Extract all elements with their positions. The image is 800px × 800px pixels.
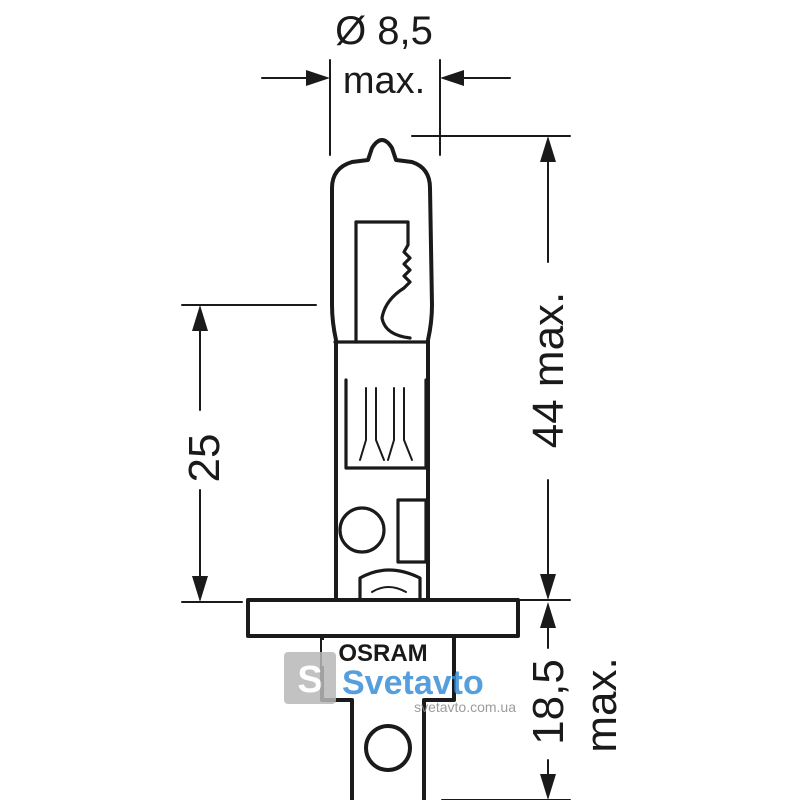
watermark-name: Svetavto <box>342 664 484 702</box>
height-upper-label: 25 <box>180 434 229 483</box>
diameter-note: max. <box>343 60 425 102</box>
inner-support-wires <box>338 378 428 602</box>
height-upper-dimension <box>181 304 317 603</box>
height-total-dimension <box>411 135 571 601</box>
height-base-note: max. <box>577 657 626 752</box>
height-base-dimension <box>441 602 571 800</box>
watermark-logo-icon: S <box>297 659 322 701</box>
bulb-outline <box>246 138 520 800</box>
brand-label: OSRAM <box>338 640 427 667</box>
watermark-url: svetavto.com.ua <box>414 699 516 715</box>
watermark: S Svetavto svetavto.com.ua <box>284 652 516 715</box>
filament <box>354 220 412 344</box>
height-base-value: 18,5 <box>524 659 573 745</box>
height-total-label: 44 max. <box>524 292 573 449</box>
diameter-value: Ø 8,5 <box>335 9 433 53</box>
watermark-logo-box <box>284 652 336 704</box>
diameter-dimension <box>261 59 511 156</box>
brand-label-box <box>322 640 444 666</box>
